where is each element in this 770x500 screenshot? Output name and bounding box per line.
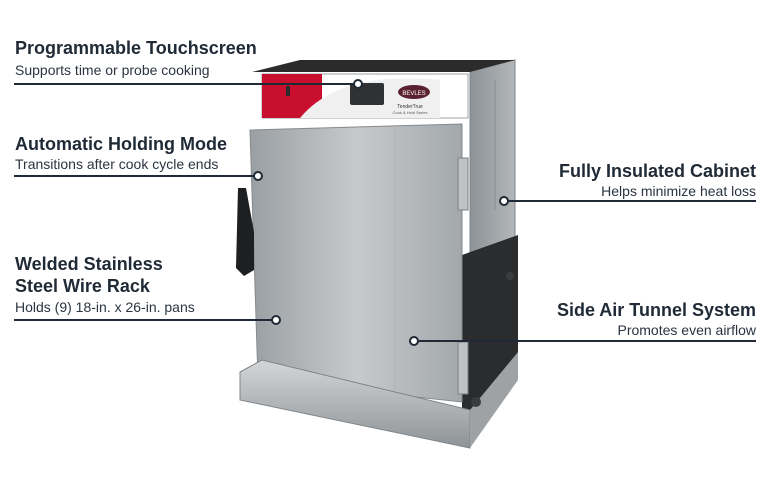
caster-wheel bbox=[471, 397, 481, 407]
brand-logo-text: BEVLES bbox=[402, 91, 425, 97]
airtunnel-title: Side Air Tunnel System bbox=[556, 300, 756, 320]
airtunnel-desc: Promotes even airflow bbox=[617, 322, 756, 338]
holding-title: Automatic Holding Mode bbox=[15, 134, 227, 154]
insulated-desc: Helps minimize heat loss bbox=[601, 183, 756, 199]
rack-desc: Holds (9) 18-in. x 26-in. pans bbox=[15, 299, 195, 315]
upper-hinge bbox=[457, 157, 469, 211]
control-panel: BEVLES TenderTrue Cook & Hold Series bbox=[261, 73, 469, 119]
cabinet-base bbox=[239, 352, 518, 449]
touchscreen-desc: Supports time or probe cooking bbox=[15, 62, 210, 78]
touchscreen-title: Programmable Touchscreen bbox=[15, 38, 257, 58]
callout-lines bbox=[14, 79, 756, 346]
holding-desc: Transitions after cook cycle ends bbox=[15, 156, 219, 172]
series-label: TenderTrue bbox=[397, 104, 423, 110]
brand-logo bbox=[398, 85, 430, 99]
insulated-title: Fully Insulated Cabinet bbox=[558, 161, 756, 181]
panel-switch[interactable] bbox=[286, 86, 290, 96]
caster-wheel bbox=[506, 272, 514, 280]
series-sub-label: Cook & Hold Series bbox=[393, 110, 428, 115]
rack-title-line2: Steel Wire Rack bbox=[15, 276, 150, 296]
rack-title-line1: Welded Stainless bbox=[15, 254, 163, 274]
cabinet-door[interactable] bbox=[249, 123, 463, 403]
door-handle[interactable] bbox=[236, 188, 254, 276]
cabinet-top bbox=[252, 60, 515, 72]
lower-hinge bbox=[457, 341, 469, 395]
